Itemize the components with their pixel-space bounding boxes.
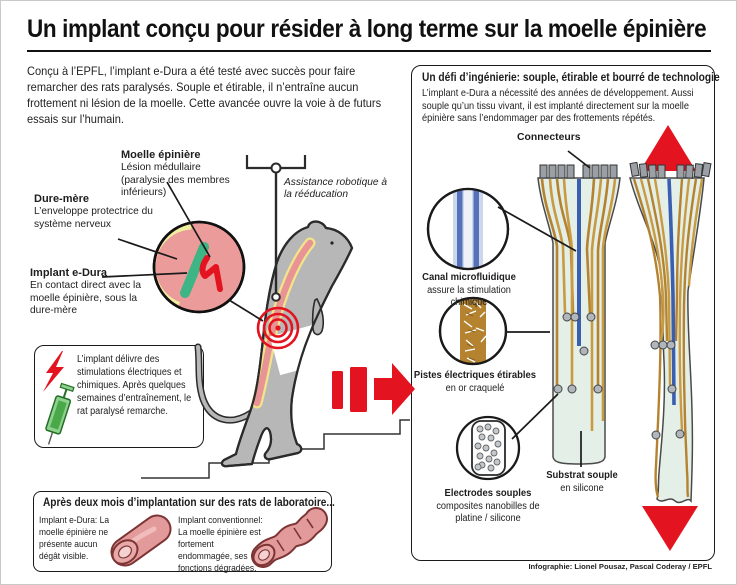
label-dure-mere: Dure-mère L’enveloppe protectrice du sys… (34, 193, 160, 231)
results-edura-title: Implant e-Dura: (39, 515, 98, 525)
label-substrat-title: Substrat souple (546, 470, 618, 481)
label-pistes: Pistes électriques étirables en or craqu… (412, 370, 539, 395)
rat-tail (194, 343, 255, 424)
results-conventional: Implant conventionnel: La moelle épinièr… (178, 515, 263, 575)
label-moelle: Moelle épinière Lésion médullaire (paral… (121, 149, 241, 200)
label-implant-desc: En contact direct avec la moelle épinièr… (30, 280, 141, 317)
label-pistes-title: Pistes électriques étirables (413, 370, 537, 381)
label-implant-title: Implant e-Dura (30, 267, 108, 279)
label-pistes-desc: en or craquelé (445, 382, 505, 394)
stimulation-target (256, 306, 300, 350)
implant-strip (180, 242, 209, 298)
label-electrodes: Electrodes souples composites nanobilles… (429, 488, 547, 525)
stimulation-text: L’implant délivre des stimulations élect… (77, 354, 192, 418)
label-canal-desc: assure la stimulation chimique (427, 284, 511, 308)
rat-body (220, 220, 354, 468)
rat-harness (269, 320, 339, 376)
engineering-title: Un défi d’ingénierie: souple, étirable e… (422, 71, 720, 84)
label-connectors: Connecteurs (517, 132, 581, 143)
anatomy-inset-circle (152, 220, 246, 314)
transition-arrow (332, 363, 415, 415)
rat-front-limb (311, 297, 325, 336)
label-substrat: Substrat souple en silicone (538, 470, 626, 495)
credit-line: Infographie: Lionel Pousaz, Pascal Coder… (528, 562, 712, 571)
label-canal: Canal microfluidique assure la stimulati… (417, 272, 520, 309)
page-title: Un implant conçu pour résider à long ter… (27, 15, 707, 43)
lesion-zigzag (199, 255, 223, 292)
label-electrodes-title: Electrodes souples (444, 488, 532, 499)
label-moelle-title: Moelle épinière (121, 149, 201, 161)
rat-eye (330, 241, 334, 245)
results-edura-desc: La moelle épinière ne présente aucun dég… (39, 515, 110, 561)
label-assistance: Assistance robotique à la rééducation (284, 177, 388, 201)
label-electrodes-desc: composites nanobilles de platine / silic… (436, 500, 540, 524)
label-substrat-desc: en silicone (560, 482, 604, 494)
results-title: Après deux mois d’implantation sur des r… (43, 497, 335, 509)
label-dure-desc: L’enveloppe protectrice du système nerve… (34, 206, 153, 230)
engineering-intro: L’implant e-Dura a nécessité des années … (422, 88, 694, 125)
results-conv-title: Implant conventionnel: (178, 515, 263, 525)
label-implant: Implant e-Dura En contact direct avec la… (30, 267, 148, 318)
label-dure-title: Dure-mère (34, 193, 90, 205)
label-canal-title: Canal microfluidique (422, 272, 516, 283)
title-rule (27, 50, 711, 52)
results-edura: Implant e-Dura: La moelle épinière ne pr… (39, 515, 118, 563)
results-conv-desc: La moelle épinière est fortement endomma… (178, 526, 261, 573)
intro-paragraph: Conçu à l’EPFL, l’implant e-Dura a été t… (27, 64, 382, 127)
label-moelle-desc: Lésion médullaire (paralysie des membres… (121, 162, 230, 199)
rat-spinal-cord (251, 237, 316, 409)
